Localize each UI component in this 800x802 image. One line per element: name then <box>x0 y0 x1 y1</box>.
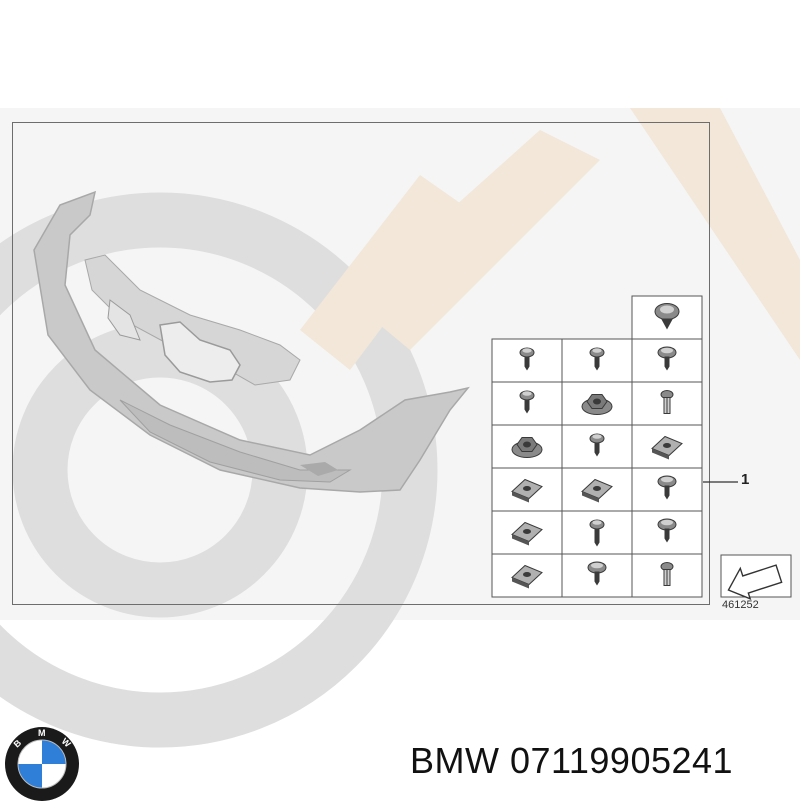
reference-number: 461252 <box>722 599 759 611</box>
flange-nut-icon <box>511 437 543 458</box>
logo-quadrant-blue-1 <box>42 740 66 764</box>
screw-flat-icon <box>657 346 677 371</box>
speed-nut-square-icon <box>651 435 683 460</box>
spring-nut-icon <box>511 564 543 589</box>
screw-round-icon <box>657 475 677 500</box>
clip-nut-icon <box>654 303 680 330</box>
u-nut-tall-icon <box>511 521 543 546</box>
arrow-shape <box>727 564 783 600</box>
screw-small-icon <box>519 347 535 371</box>
grid-cell <box>631 553 703 598</box>
screw-pan-icon <box>657 518 677 543</box>
watermark-wedges-beige <box>300 108 800 370</box>
diagram-frame <box>12 122 710 605</box>
fog-light-recess <box>300 462 338 476</box>
logo-letter-m: M <box>38 728 46 738</box>
screw-collar-icon <box>587 561 607 586</box>
bmw-logo-icon: B M W <box>5 727 79 801</box>
screw-pointed-icon <box>589 433 605 457</box>
hex-nut-flange-icon <box>581 394 613 415</box>
left-air-inlet <box>107 299 141 341</box>
grid-cell <box>491 381 563 426</box>
bumper-lower-lip <box>119 399 352 483</box>
callout-number: 1 <box>741 471 750 488</box>
screw-tapered-icon <box>589 347 605 371</box>
kidney-grille-opening <box>159 321 241 383</box>
logo-letter-b: B <box>12 737 24 749</box>
screw-long-icon <box>589 519 605 547</box>
u-nut-angled-icon <box>581 478 613 503</box>
u-nut-icon <box>511 478 543 503</box>
part-number-caption: BMW 07119905241 <box>410 740 734 781</box>
screw-washer-icon <box>519 390 535 414</box>
expanding-rivet-icon <box>660 390 674 414</box>
push-rivet-icon <box>660 562 674 586</box>
logo-inner-edge <box>17 739 67 789</box>
logo-quadrant-blue-2 <box>18 764 42 788</box>
